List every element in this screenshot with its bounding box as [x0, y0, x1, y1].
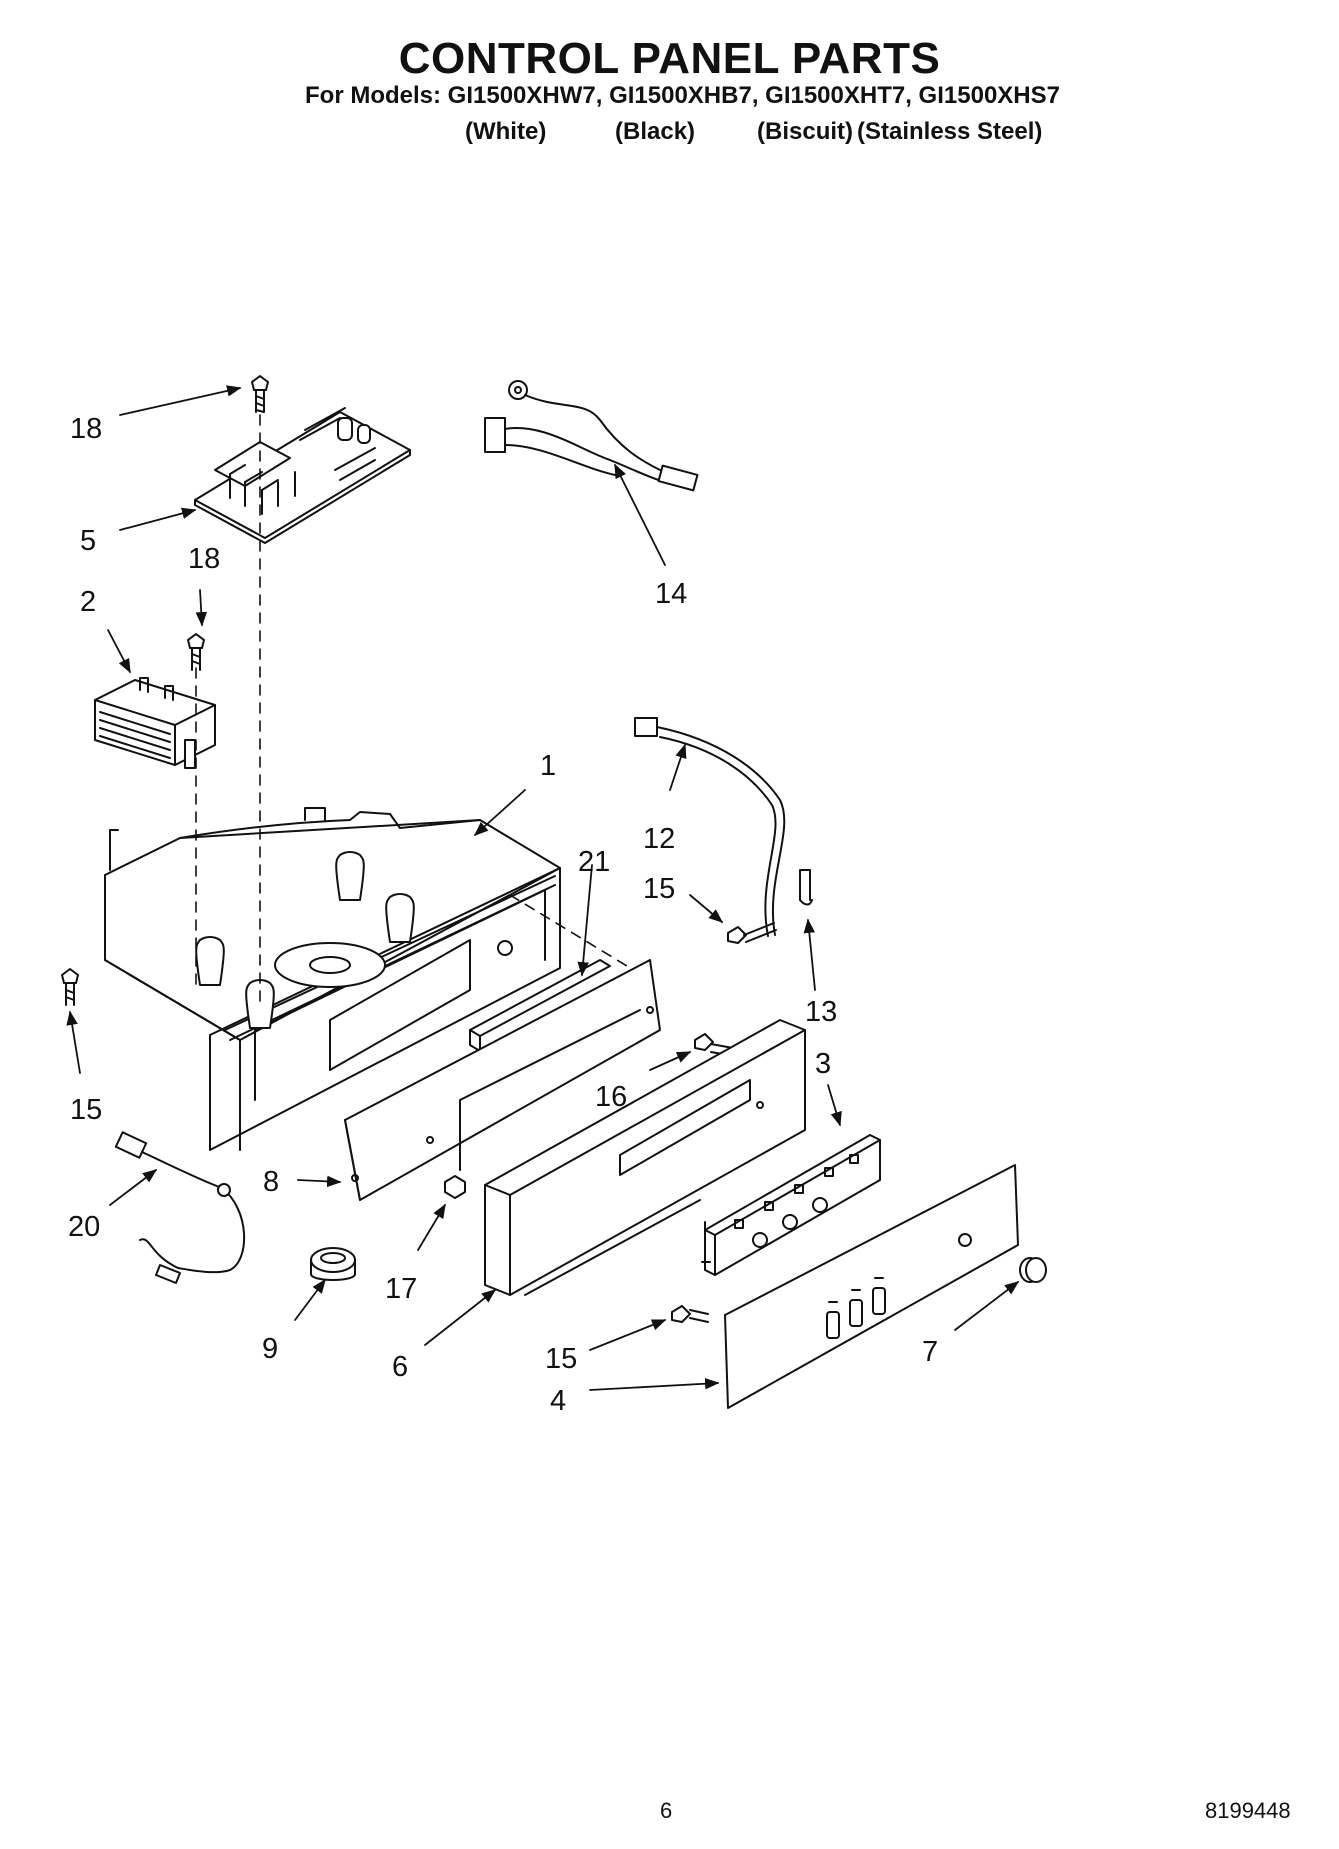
knob-part-9 [310, 1247, 356, 1281]
callout-9: 9 [262, 1333, 279, 1365]
overlay-part-4 [724, 1164, 1019, 1409]
document-number: 8199448 [1205, 1798, 1291, 1823]
callout-20: 20 [68, 1211, 101, 1243]
screw-part-18-middle [187, 633, 205, 671]
page-title: CONTROL PANEL PARTS [398, 34, 941, 83]
finish-stainless: (Stainless Steel) [857, 118, 1043, 145]
clip-part-13 [799, 869, 813, 906]
callout-18-top: 18 [70, 413, 103, 445]
screw-part-15-bottom [671, 1305, 709, 1323]
transformer-part-2 [94, 677, 216, 769]
control-panel-part-6 [484, 1019, 806, 1296]
callout-15-bottom: 15 [545, 1343, 578, 1375]
callout-2: 2 [80, 586, 97, 618]
callout-13: 13 [805, 996, 838, 1028]
callout-21: 21 [578, 846, 611, 878]
finish-white: (White) [465, 118, 547, 145]
callout-17: 17 [385, 1273, 418, 1305]
bracket-part-8 [344, 959, 661, 1201]
callout-15-right: 15 [643, 873, 676, 905]
sensor-wire-part-20 [114, 1131, 246, 1284]
housing-part-1 [104, 807, 561, 1151]
callout-arrows [66, 385, 1020, 1391]
callout-15-left: 15 [70, 1094, 103, 1126]
callout-7: 7 [922, 1336, 939, 1368]
finish-biscuit: (Biscuit) [757, 118, 853, 145]
callout-16: 16 [595, 1081, 628, 1113]
control-board-part-5 [194, 407, 411, 544]
wire-harness-part-14 [484, 380, 699, 492]
clip-part-17 [444, 1175, 466, 1199]
callout-8: 8 [263, 1166, 280, 1198]
models-line: For Models: GI1500XHW7, GI1500XHB7, GI15… [305, 82, 1060, 109]
screw-part-15-right [727, 922, 777, 944]
button-part-7 [1019, 1257, 1047, 1283]
callout-4: 4 [550, 1385, 567, 1417]
page-number: 6 [660, 1798, 673, 1823]
callout-18-middle: 18 [188, 543, 221, 575]
callout-12: 12 [643, 823, 676, 855]
wire-part-12 [634, 717, 786, 937]
finish-black: (Black) [615, 118, 696, 145]
callout-6: 6 [392, 1351, 409, 1383]
callout-1: 1 [540, 750, 557, 782]
callout-5: 5 [80, 525, 97, 557]
screw-part-18-top [251, 375, 269, 413]
screw-part-15-left [61, 968, 79, 1006]
callout-3: 3 [815, 1048, 832, 1080]
callout-14: 14 [655, 578, 688, 610]
strip-part-21 [469, 959, 611, 1052]
control-module-part-3 [701, 1134, 881, 1276]
